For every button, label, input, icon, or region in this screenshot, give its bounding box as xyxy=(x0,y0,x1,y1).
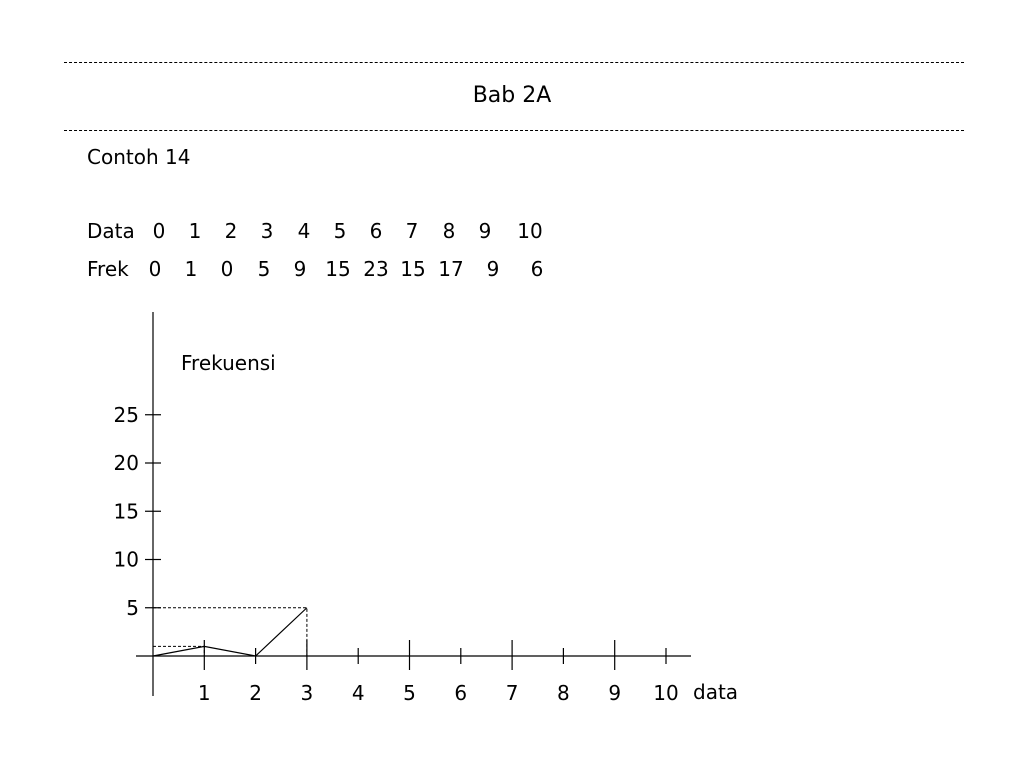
y-tick-label: 25 xyxy=(114,403,139,427)
data-cell: 9 xyxy=(478,219,492,243)
y-tick-label: 15 xyxy=(114,499,139,523)
x-tick-label: 7 xyxy=(506,681,519,705)
guide-dashed-line xyxy=(153,607,308,656)
freq-cell: 9 xyxy=(293,257,307,281)
y-tick-label: 10 xyxy=(114,548,139,572)
freq-cell: 0 xyxy=(148,257,162,281)
freq-row-label: Frek xyxy=(87,257,129,281)
data-cell: 2 xyxy=(224,219,238,243)
x-tick-label: 5 xyxy=(403,681,416,705)
freq-cell: 9 xyxy=(486,257,500,281)
x-tick-label: 1 xyxy=(198,681,211,705)
x-axis-label: data xyxy=(693,680,738,704)
y-tick-label: 20 xyxy=(114,451,139,475)
data-cell: 6 xyxy=(369,219,383,243)
example-heading: Contoh 14 xyxy=(87,145,191,169)
x-tick-label: 10 xyxy=(653,681,678,705)
freq-cell: 0 xyxy=(220,257,234,281)
freq-cell: 17 xyxy=(438,257,464,281)
top-dashed-rule xyxy=(64,62,964,63)
x-tick-label: 2 xyxy=(249,681,262,705)
data-cell: 5 xyxy=(333,219,347,243)
x-tick-label: 3 xyxy=(301,681,314,705)
bottom-dashed-rule xyxy=(64,130,964,131)
data-cell: 1 xyxy=(188,219,202,243)
x-tick-label: 4 xyxy=(352,681,365,705)
data-cell: 0 xyxy=(152,219,166,243)
frequency-series-line xyxy=(152,607,308,657)
freq-cell: 5 xyxy=(257,257,271,281)
freq-cell: 15 xyxy=(325,257,351,281)
x-tick-label: 9 xyxy=(608,681,621,705)
data-cell: 8 xyxy=(442,219,456,243)
x-tick-label: 6 xyxy=(454,681,467,705)
freq-cell: 15 xyxy=(400,257,426,281)
x-tick-label: 8 xyxy=(557,681,570,705)
y-tick-label: 5 xyxy=(126,596,139,620)
freq-cell: 23 xyxy=(363,257,389,281)
freq-cell: 1 xyxy=(184,257,198,281)
freq-cell: 6 xyxy=(530,257,544,281)
data-cell: 4 xyxy=(297,219,311,243)
data-cell: 7 xyxy=(405,219,419,243)
data-cell: 10 xyxy=(517,219,543,243)
data-row-label: Data xyxy=(87,219,135,243)
data-cell: 3 xyxy=(260,219,274,243)
y-axis-label: Frekuensi xyxy=(181,351,276,375)
page-title: Bab 2A xyxy=(472,83,552,108)
